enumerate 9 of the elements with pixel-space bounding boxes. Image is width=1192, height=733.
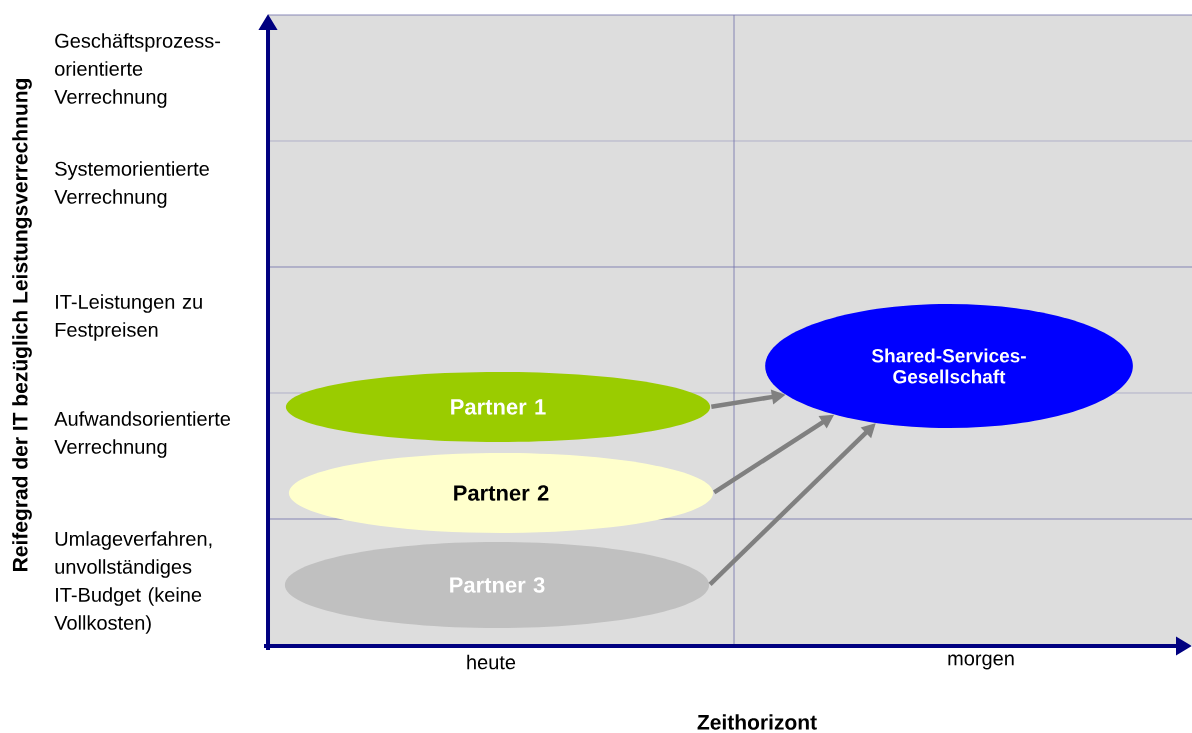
level-label: IT-Leistungen zu Festpreisen <box>55 294 202 341</box>
level-label: Aufwandsorientierte Verrechnung <box>54 411 231 458</box>
level-label: Geschäftsprozess- orientierte Verrechnung <box>54 33 221 108</box>
level-label: Systemorientierte Verrechnung <box>54 161 209 208</box>
tick-label: morgen <box>948 654 1014 670</box>
level-label: Umlageverfahren, unvollständiges IT-Budget (keine Vollkosten) <box>54 531 212 634</box>
axis-title: Reifegrad der IT bezüglich Leistungsverrechnung <box>12 79 32 571</box>
axis-title: Zeithorizont <box>697 714 817 730</box>
tick-label: heute <box>467 654 516 670</box>
